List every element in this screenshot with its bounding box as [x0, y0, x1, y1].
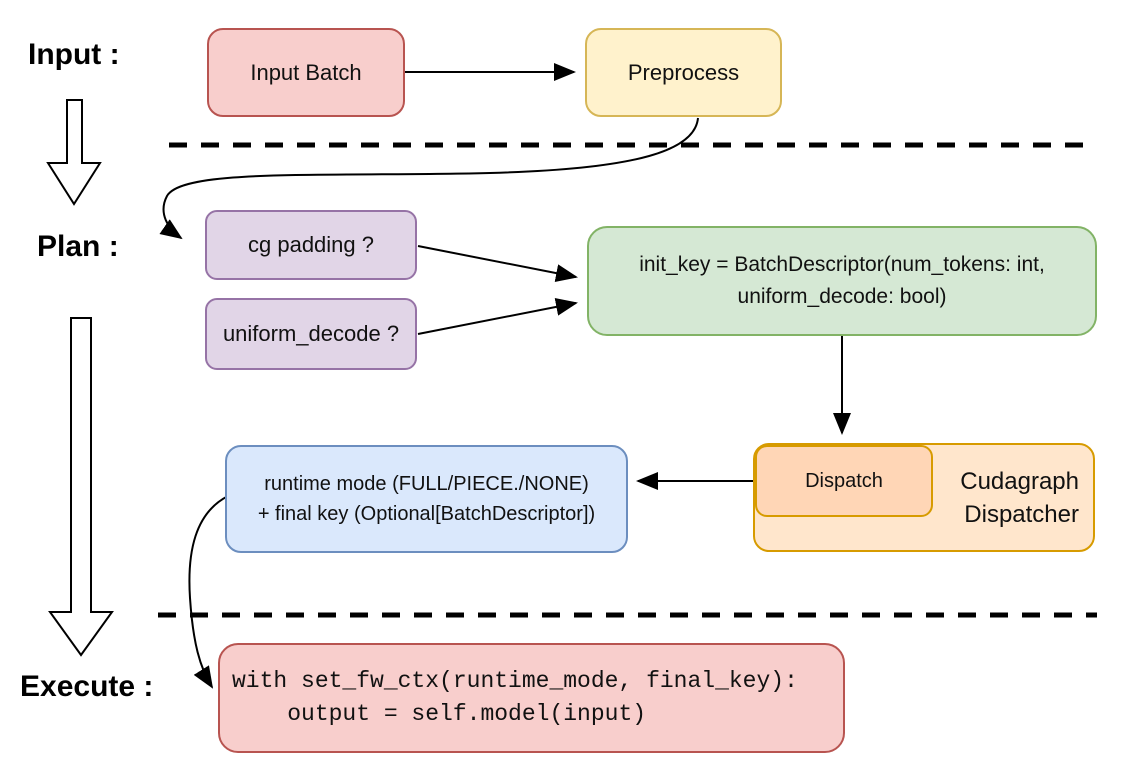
node-input-batch-label: Input Batch — [250, 59, 362, 85]
plan-flow-down-arrow-icon — [48, 317, 114, 657]
stage-label-execute: Execute : — [20, 670, 154, 703]
node-cudagraph-dispatcher-line2: Dispatcher — [964, 500, 1079, 528]
node-uniform-decode: uniform_decode ? — [205, 298, 417, 370]
node-input-batch: Input Batch — [207, 28, 405, 117]
node-preprocess-label: Preprocess — [627, 59, 740, 85]
node-dispatch-label: Dispatch — [805, 470, 883, 492]
node-cg-padding: cg padding ? — [205, 210, 417, 280]
input-flow-down-arrow-icon — [46, 99, 102, 206]
arrow-cg-padding-to-init-key — [417, 245, 578, 282]
node-cg-padding-label: cg padding ? — [248, 232, 374, 258]
node-uniform-decode-label: uniform_decode ? — [222, 321, 400, 347]
node-init-key: init_key = BatchDescriptor(num_tokens: i… — [587, 226, 1097, 336]
node-cudagraph-dispatcher-line1: Cudagraph — [960, 467, 1079, 495]
node-runtime-result-line2: + final key (Optional[BatchDescriptor]) — [257, 503, 596, 525]
node-preprocess: Preprocess — [585, 28, 782, 117]
stage-label-input: Input : — [28, 38, 120, 71]
arrow-uniform-decode-to-init-key — [417, 298, 578, 335]
execute-code-line1: with set_fw_ctx(runtime_mode, final_key)… — [232, 668, 798, 694]
node-runtime-result-line1: runtime mode (FULL/PIECE./NONE) — [264, 473, 589, 495]
stage-label-plan: Plan : — [37, 230, 119, 263]
node-init-key-line2: uniform_decode: bool) — [737, 285, 947, 308]
execute-code-line2: output = self.model(input) — [232, 701, 647, 727]
node-dispatch: Dispatch — [755, 445, 933, 517]
arrow-runtime-result-to-execute-code — [188, 495, 229, 689]
node-execute-code: with set_fw_ctx(runtime_mode, final_key)… — [218, 643, 845, 753]
arrow-preprocess-to-cg-padding — [159, 117, 699, 240]
node-init-key-line1: init_key = BatchDescriptor(num_tokens: i… — [639, 253, 1045, 276]
node-runtime-result: runtime mode (FULL/PIECE./NONE) + final … — [225, 445, 628, 553]
